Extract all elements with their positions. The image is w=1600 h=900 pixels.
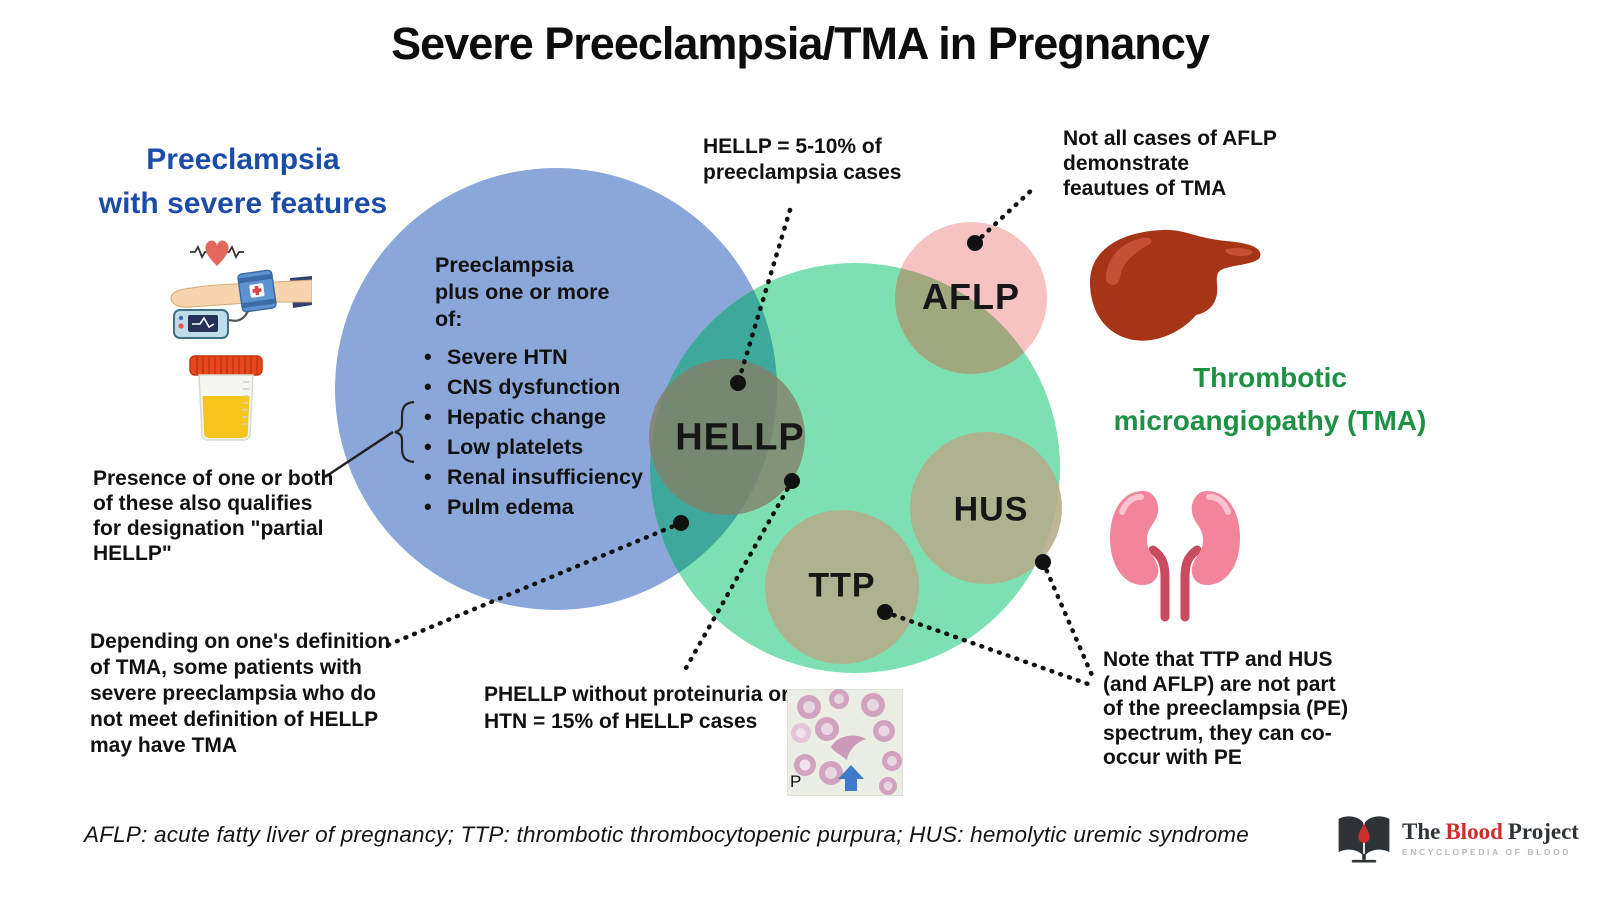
kidney-highlight <box>1119 493 1144 515</box>
bp-cuff-icon <box>237 269 277 313</box>
tma-definition-endpoint-dot <box>673 515 689 531</box>
tma-definition-connector <box>380 520 684 650</box>
kidney-highlight <box>1206 493 1231 515</box>
liver-highlight <box>1106 237 1152 285</box>
urine-fill-icon <box>202 396 250 438</box>
ureter-icon <box>1180 545 1202 622</box>
schistocyte-arrow-icon <box>838 765 864 791</box>
annotation-phellp: PHELLP without proteinuria or HTN = 15% … <box>484 683 790 733</box>
criteria-item: Pulm edema <box>424 494 643 524</box>
hellp-pct-endpoint-dot <box>730 375 746 391</box>
criteria-item-label: Renal insufficiency <box>447 465 643 489</box>
criteria-item-label: Severe HTN <box>447 345 568 369</box>
urine-sample-icon <box>189 355 263 441</box>
criteria-item: Severe HTN <box>424 344 643 374</box>
criteria-item-label: CNS dysfunction <box>447 375 621 399</box>
liver-body <box>1090 229 1261 341</box>
hus-endpoint-dot <box>1035 554 1051 570</box>
criteria-item: CNS dysfunction <box>424 374 643 404</box>
kidney-right <box>1191 491 1240 585</box>
partial-hellp-brace <box>394 400 415 464</box>
red-blood-cells <box>791 689 902 795</box>
abbreviations-footer: AFLP: acute fatty liver of pregnancy; TT… <box>84 822 1249 847</box>
logo-tagline: ENCYCLOPEDIA OF BLOOD <box>1402 847 1572 857</box>
liver-icon <box>1090 229 1261 341</box>
open-book-icon <box>1338 816 1390 863</box>
tma-heading: Thrombotic microangiopathy (TMA) <box>1113 362 1427 436</box>
criteria-item-label: Hepatic change <box>447 405 606 429</box>
logo-word-project: Project <box>1507 819 1579 844</box>
annotation-partial-hellp: Presence of one or both of these also qu… <box>93 467 334 565</box>
annotation-ttp-hus-note: Note that TTP and HUS (and AFLP) are not… <box>1103 648 1349 769</box>
kidneys-icon <box>1110 491 1240 622</box>
kidney-left <box>1110 491 1159 585</box>
ttp-label: TTP <box>808 566 876 605</box>
aflp-label: AFLP <box>922 276 1020 317</box>
ureter-icon <box>1148 545 1170 622</box>
hellp-circle <box>649 359 805 515</box>
ttp-endpoint-dot <box>877 604 893 620</box>
schistocyte-cell <box>831 735 866 760</box>
preeclampsia-heading: Preeclampsia with severe features <box>98 143 388 220</box>
ttp-note-connector <box>882 609 1091 687</box>
hus-note-connector <box>1040 559 1097 683</box>
criteria-item: Renal insufficiency <box>424 464 643 494</box>
blood-pressure-icon <box>170 240 312 339</box>
phellp-connector <box>683 478 795 671</box>
liver-highlight <box>1225 247 1253 256</box>
aflp-endpoint-dot <box>967 235 983 251</box>
page-title: Severe Preeclampsia/TMA in Pregnancy <box>391 18 1210 69</box>
criteria-item: Hepatic change <box>424 404 643 434</box>
partial-hellp-pointer-line <box>324 430 394 479</box>
ttp-circle <box>765 510 919 664</box>
phellp-endpoint-dot <box>784 473 800 489</box>
hus-circle <box>910 432 1062 584</box>
hus-label: HUS <box>953 490 1029 529</box>
annotation-hellp-percentage: HELLP = 5-10% of preeclampsia cases <box>703 135 902 184</box>
criteria-intro: Preeclampsia plus one or more of: <box>435 253 610 331</box>
hellp-pct-connector <box>735 207 793 386</box>
heart-icon <box>205 240 229 266</box>
blood-drop-icon <box>1358 823 1370 843</box>
annotation-aflp-note: Not all cases of AFLP demonstrate feautu… <box>1063 127 1277 200</box>
logo-word-the: The <box>1402 819 1441 844</box>
annotation-tma-definition: Depending on one's definition of TMA, so… <box>90 630 391 757</box>
ecg-line-icon <box>190 244 210 260</box>
logo-word-blood: Blood <box>1445 819 1503 844</box>
ecg-line-icon <box>224 244 244 260</box>
hellp-label: HELLP <box>675 416 805 459</box>
criteria-item-label: Pulm edema <box>447 495 574 519</box>
criteria-item-label: Low platelets <box>447 435 584 459</box>
bp-monitor-icon <box>173 309 229 339</box>
smear-panel-label: P <box>790 772 802 791</box>
criteria-list: Severe HTN CNS dysfunction Hepatic chang… <box>424 344 643 524</box>
criteria-item: Low platelets <box>424 434 643 464</box>
blood-smear-image <box>787 689 903 796</box>
